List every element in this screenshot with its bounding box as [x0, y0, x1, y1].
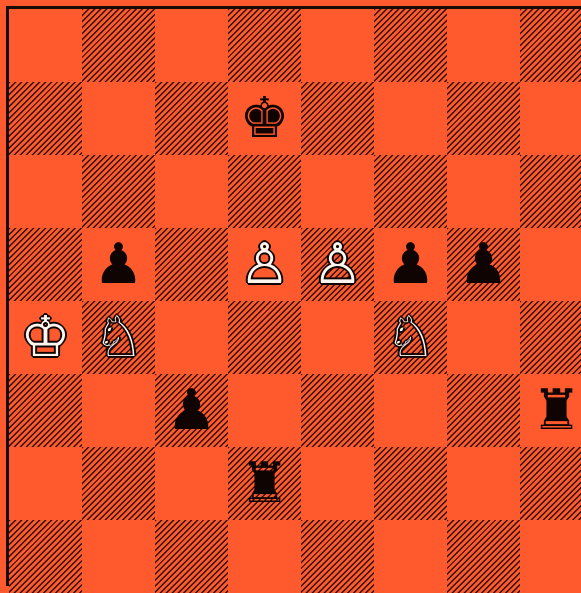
square-a5[interactable]: [9, 228, 82, 301]
square-e8[interactable]: [301, 9, 374, 82]
square-d4[interactable]: [228, 301, 301, 374]
square-c1[interactable]: [155, 520, 228, 593]
square-d1[interactable]: [228, 520, 301, 593]
square-h7[interactable]: [520, 82, 581, 155]
square-a8[interactable]: [9, 9, 82, 82]
white-pawn-d5[interactable]: ♙: [239, 237, 289, 293]
square-b1[interactable]: [82, 520, 155, 593]
square-b3[interactable]: [82, 374, 155, 447]
square-f5[interactable]: ♟: [374, 228, 447, 301]
square-e6[interactable]: [301, 155, 374, 228]
black-pawn-g5[interactable]: ♟: [458, 237, 508, 293]
square-c5[interactable]: [155, 228, 228, 301]
black-rook-d2[interactable]: ♜: [239, 456, 289, 512]
square-d3[interactable]: [228, 374, 301, 447]
chess-board: ♚ ♟ ♙ ♙ ♟ ♟ ♔ ♘ ♘ ♟ ♜ ♜: [9, 9, 581, 593]
square-c8[interactable]: [155, 9, 228, 82]
square-f4[interactable]: ♘: [374, 301, 447, 374]
square-f3[interactable]: [374, 374, 447, 447]
square-a6[interactable]: [9, 155, 82, 228]
square-f7[interactable]: [374, 82, 447, 155]
square-b4[interactable]: ♘: [82, 301, 155, 374]
square-d5[interactable]: ♙: [228, 228, 301, 301]
square-d7[interactable]: ♚: [228, 82, 301, 155]
black-king-d7[interactable]: ♚: [239, 91, 289, 147]
square-c2[interactable]: [155, 447, 228, 520]
square-a3[interactable]: [9, 374, 82, 447]
square-e4[interactable]: [301, 301, 374, 374]
square-c3[interactable]: ♟: [155, 374, 228, 447]
square-e3[interactable]: [301, 374, 374, 447]
square-a2[interactable]: [9, 447, 82, 520]
square-h6[interactable]: [520, 155, 581, 228]
square-g3[interactable]: [447, 374, 520, 447]
white-king-a4[interactable]: ♔: [20, 310, 70, 366]
square-e5[interactable]: ♙: [301, 228, 374, 301]
black-pawn-f5[interactable]: ♟: [385, 237, 435, 293]
square-h5[interactable]: [520, 228, 581, 301]
square-g5[interactable]: ♟: [447, 228, 520, 301]
square-g2[interactable]: [447, 447, 520, 520]
square-b5[interactable]: ♟: [82, 228, 155, 301]
square-h4[interactable]: [520, 301, 581, 374]
square-g1[interactable]: [447, 520, 520, 593]
white-pawn-e5[interactable]: ♙: [312, 237, 362, 293]
square-f2[interactable]: [374, 447, 447, 520]
square-f6[interactable]: [374, 155, 447, 228]
black-pawn-c3[interactable]: ♟: [166, 383, 216, 439]
square-d6[interactable]: [228, 155, 301, 228]
square-b7[interactable]: [82, 82, 155, 155]
square-c4[interactable]: [155, 301, 228, 374]
white-knight-b4[interactable]: ♘: [93, 310, 143, 366]
square-h2[interactable]: [520, 447, 581, 520]
square-e7[interactable]: [301, 82, 374, 155]
square-b8[interactable]: [82, 9, 155, 82]
square-a7[interactable]: [9, 82, 82, 155]
black-rook-h3[interactable]: ♜: [531, 383, 581, 439]
square-h1[interactable]: [520, 520, 581, 593]
square-b2[interactable]: [82, 447, 155, 520]
square-c6[interactable]: [155, 155, 228, 228]
square-a4[interactable]: ♔: [9, 301, 82, 374]
square-f1[interactable]: [374, 520, 447, 593]
black-pawn-b5[interactable]: ♟: [93, 237, 143, 293]
square-e2[interactable]: [301, 447, 374, 520]
square-g8[interactable]: [447, 9, 520, 82]
square-a1[interactable]: [9, 520, 82, 593]
square-c7[interactable]: [155, 82, 228, 155]
square-d2[interactable]: ♜: [228, 447, 301, 520]
square-g4[interactable]: [447, 301, 520, 374]
square-b6[interactable]: [82, 155, 155, 228]
square-d8[interactable]: [228, 9, 301, 82]
square-g7[interactable]: [447, 82, 520, 155]
square-g6[interactable]: [447, 155, 520, 228]
white-knight-f4[interactable]: ♘: [385, 310, 435, 366]
square-h3[interactable]: ♜: [520, 374, 581, 447]
square-e1[interactable]: [301, 520, 374, 593]
square-f8[interactable]: [374, 9, 447, 82]
square-h8[interactable]: [520, 9, 581, 82]
